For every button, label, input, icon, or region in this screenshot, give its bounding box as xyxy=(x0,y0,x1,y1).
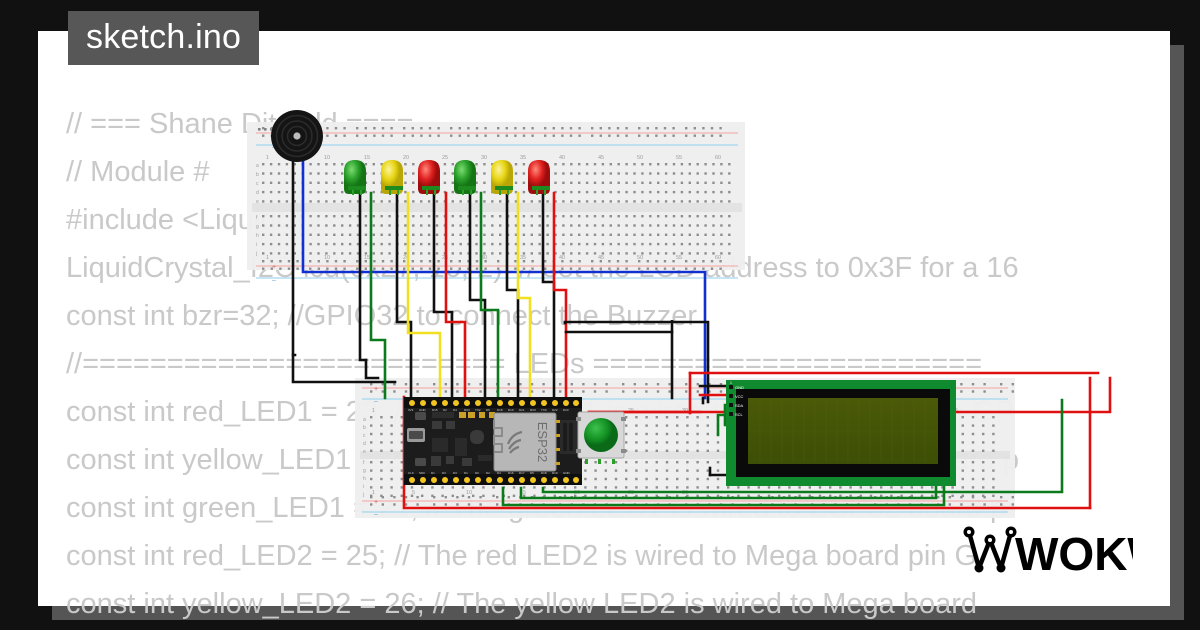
code-line: const int red_LED1 = 23; // The red LED1… xyxy=(66,396,1015,428)
code-line: const int yellow_LED1 = 22; // The yello… xyxy=(66,444,1019,476)
code-line: #include <LiquidCrystal_I2C.h> xyxy=(66,204,470,236)
code-line: LiquidCrystal_I2C lcd(0x27, 16, 2); // s… xyxy=(66,252,1019,284)
code-line: const int bzr=32; //GPIO32 to connect th… xyxy=(66,300,698,332)
wokwi-logo-text: WOKWI xyxy=(1015,528,1133,580)
code-line: // Module # xyxy=(66,156,210,188)
code-line: // === Shane Ditzfeld ==== xyxy=(66,108,414,140)
wokwi-logo: WOKWI xyxy=(963,524,1184,585)
file-tab[interactable]: sketch.ino xyxy=(68,11,260,65)
code-line: const int red_LED2 = 25; // The red LED2… xyxy=(66,540,978,572)
code-line: //========================= LEDs =======… xyxy=(66,348,983,380)
code-line: const int yellow_LED2 = 26; // The yello… xyxy=(66,588,978,620)
